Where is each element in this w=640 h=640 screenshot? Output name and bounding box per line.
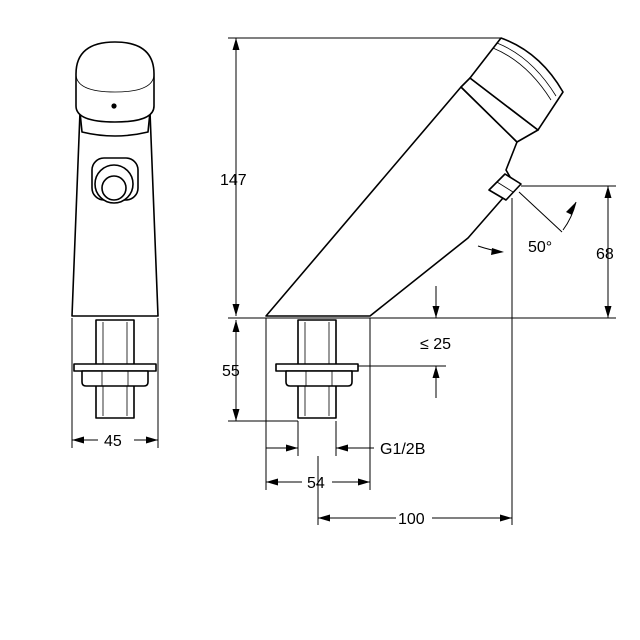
front-button-dot (111, 103, 117, 109)
dim-angle: 50° (477, 191, 577, 256)
front-body (71, 111, 159, 317)
front-view (71, 41, 159, 419)
dim-height-shank-label: 55 (222, 363, 240, 380)
side-push-button (469, 37, 564, 131)
dim-angle-label: 50° (528, 239, 552, 256)
dim-thread-label: G1/2B (380, 441, 425, 458)
dim-outlet-height-label: 68 (596, 246, 614, 263)
side-view (265, 37, 564, 419)
front-nut (81, 370, 149, 387)
dim-width-body: 45 (71, 318, 159, 450)
dim-outlet-height: 68 (596, 186, 614, 318)
dim-max-counter-label: ≤ 25 (420, 336, 451, 353)
dim-reach-label: 100 (398, 511, 425, 528)
front-washer (73, 363, 157, 372)
dim-height-shank: 55 (222, 320, 240, 421)
side-nut (285, 370, 353, 387)
front-aerator-inner (101, 175, 127, 201)
dim-max-counter: ≤ 25 (358, 286, 451, 398)
dim-width-base-label: 54 (307, 475, 325, 492)
dim-width-body-label: 45 (104, 433, 122, 450)
side-washer (275, 363, 359, 372)
side-body (265, 86, 518, 317)
dim-thread: G1/2B (266, 421, 425, 458)
dim-height-total-label: 147 (220, 172, 247, 189)
front-push-button (75, 41, 155, 123)
dim-reach: 100 (317, 198, 513, 528)
dim-height-total: 147 (220, 38, 247, 316)
dim-width-base: 54 (265, 318, 371, 492)
